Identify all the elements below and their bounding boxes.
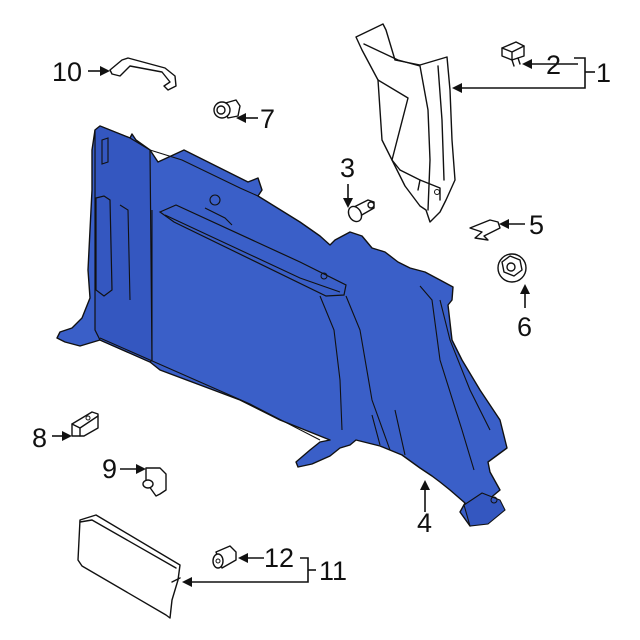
callout-4[interactable]: 4 [417, 508, 432, 538]
retainer-part-7[interactable] [213, 99, 241, 119]
callout-9[interactable]: 9 [102, 454, 117, 484]
nut-part-6[interactable] [497, 253, 527, 283]
quarter-trim-panel-part-4[interactable] [56, 125, 508, 527]
callout-12[interactable]: 12 [264, 543, 294, 573]
upper-trim-panel-part-1[interactable] [355, 23, 456, 223]
push-pin-part-3[interactable] [346, 199, 375, 224]
callout-11[interactable]: 11 [319, 556, 347, 586]
clip-part-9[interactable] [142, 467, 167, 497]
callout-1[interactable]: 1 [596, 58, 611, 88]
cover-panel-part-11[interactable] [77, 514, 181, 619]
callout-3[interactable]: 3 [340, 153, 355, 183]
clip-plate-part-5[interactable] [469, 219, 501, 241]
leader-lines [52, 57, 595, 587]
grab-handle-part-10[interactable] [109, 57, 177, 91]
clip-part-2[interactable] [501, 41, 525, 67]
grommet-part-12[interactable] [212, 545, 237, 569]
callout-6[interactable]: 6 [517, 312, 532, 342]
clip-part-8[interactable] [71, 411, 99, 437]
callout-8[interactable]: 8 [32, 423, 47, 453]
callout-10[interactable]: 10 [52, 57, 82, 87]
callout-5[interactable]: 5 [529, 210, 544, 240]
callout-7[interactable]: 7 [260, 104, 275, 134]
callout-labels: 1 2 3 4 5 6 7 8 9 10 11 12 [32, 50, 611, 586]
callout-2[interactable]: 2 [546, 50, 561, 80]
